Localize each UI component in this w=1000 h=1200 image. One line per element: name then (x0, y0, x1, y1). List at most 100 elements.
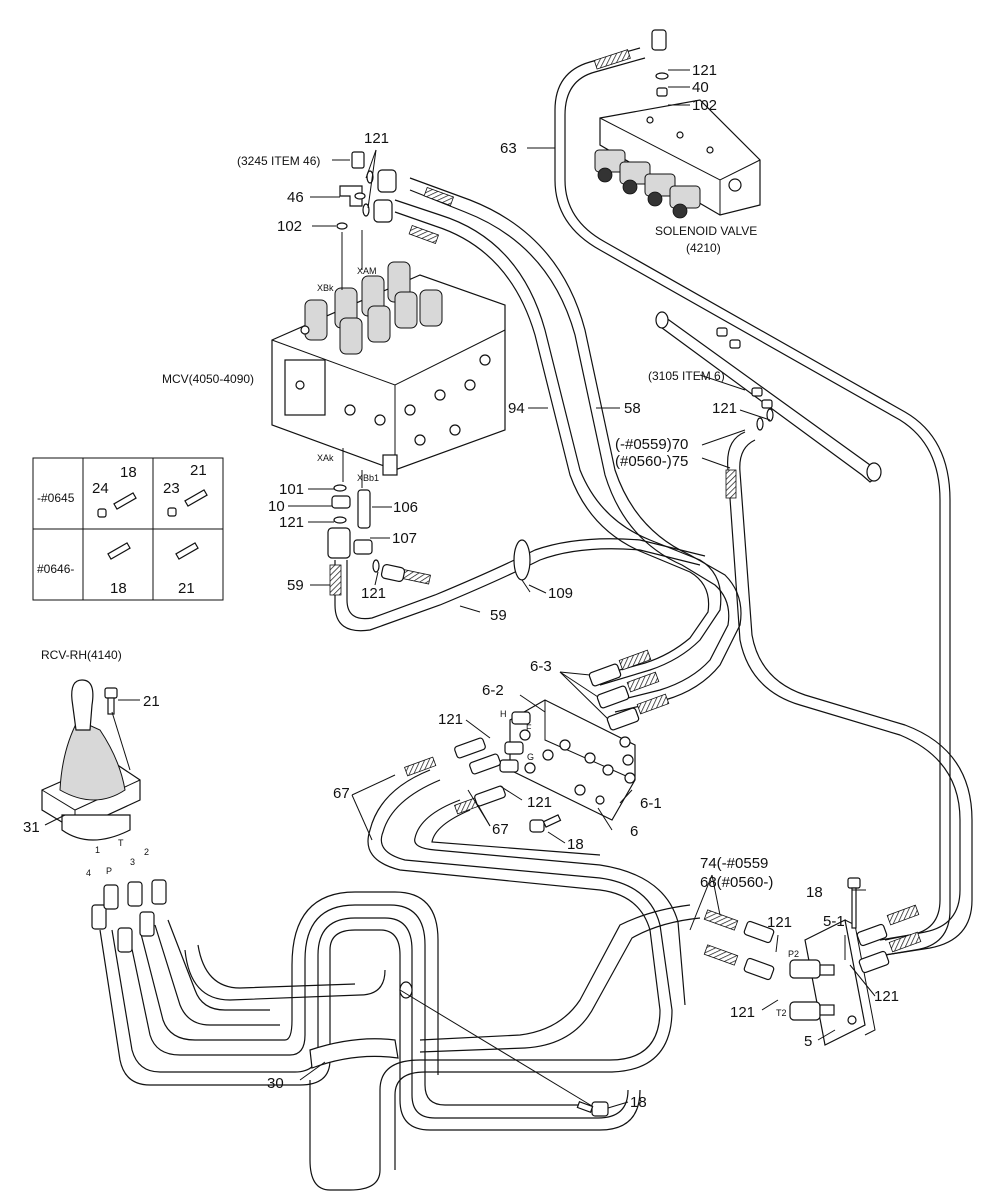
manifold-hose-ends (454, 649, 670, 807)
callout-21-rcv: 21 (143, 693, 160, 710)
table-part-18-row-2: 18 (110, 580, 127, 597)
rcv-joystick (41, 679, 167, 953)
callout-6: 6 (630, 823, 638, 840)
callout-0560-75: (#0560-)75 (615, 453, 688, 470)
callout-6-1: 6-1 (640, 795, 662, 812)
table-part-21-row-1: 21 (190, 462, 207, 479)
callout-121-manifold-top: 121 (438, 711, 463, 728)
rcv-port-4: 4 (86, 868, 91, 878)
callout-106: 106 (393, 499, 418, 516)
hose-94 (394, 199, 722, 686)
callout-102-top: 102 (692, 97, 717, 114)
callout-121-manifold-bottom: 121 (527, 794, 552, 811)
table-part-18-row-1: 18 (120, 464, 137, 481)
callout-46: 46 (287, 189, 304, 206)
callout-5: 5 (804, 1033, 812, 1050)
callout-101: 101 (279, 481, 304, 498)
hose-63 (554, 47, 951, 956)
callout-10: 10 (268, 498, 285, 515)
table-serial-row-2: #0646- (37, 562, 74, 576)
callout-109: 109 (548, 585, 573, 602)
callout-31: 31 (23, 819, 40, 836)
port-h: H (500, 709, 507, 719)
item-3105-label: (3105 ITEM 6) (648, 369, 725, 383)
mcv-label: MCV(4050-4090) (162, 372, 254, 386)
callout-102-mcv: 102 (277, 218, 302, 235)
item-3245-label: (3245 ITEM 46) (237, 154, 320, 168)
hose-bundle-30 (99, 891, 641, 1131)
callout-121-bracket-right: 121 (874, 988, 899, 1005)
port-xam: XAM (357, 266, 377, 276)
leader-lines (44, 69, 876, 1109)
callout-5-1: 5-1 (823, 913, 845, 930)
port-p2: P2 (788, 949, 799, 959)
solenoid-valve (594, 29, 761, 219)
callout-6-2: 6-2 (482, 682, 504, 699)
callout-18-bottom: 18 (630, 1094, 647, 1111)
callout-58: 58 (624, 400, 641, 417)
callout-30: 30 (267, 1075, 284, 1092)
callout-18-bracket: 18 (806, 884, 823, 901)
hose-58-sleeve (423, 186, 455, 206)
manifold-6 (499, 699, 636, 821)
port-xbb1: XBb1 (357, 473, 379, 483)
bracket-5 (789, 877, 876, 1046)
bolt-21-rcv (104, 687, 118, 715)
callout-59-left: 59 (287, 577, 304, 594)
callout-121-top: 121 (692, 62, 717, 79)
serial-number-table (32, 457, 224, 601)
table-bolt-icons (97, 489, 208, 560)
solenoid-coils (594, 149, 701, 219)
main-control-valve (271, 261, 506, 476)
callout-67-left: 67 (333, 785, 350, 802)
port-xak: XAk (317, 453, 334, 463)
bracket-fittings (789, 959, 835, 1021)
hose-58 (409, 177, 742, 713)
callout-6-3: 6-3 (530, 658, 552, 675)
rcv-port-t: T (118, 838, 124, 848)
rcv-port-3: 3 (130, 857, 135, 867)
callout-0559-70: (-#0559)70 (615, 436, 688, 453)
mcv-top-fittings (336, 151, 397, 230)
pipe-fittings (716, 327, 774, 431)
bolt-18-manifold (529, 814, 562, 833)
hose-clamp-30 (309, 981, 413, 1069)
hose-67-sleeve-a (404, 756, 437, 777)
callout-121-pipe: 121 (712, 400, 737, 417)
callout-121-59: 121 (361, 585, 386, 602)
mcv-bottom-fittings (327, 484, 406, 582)
rcv-port-2: 2 (144, 847, 149, 857)
callout-40: 40 (692, 79, 709, 96)
callout-67-right: 67 (492, 821, 509, 838)
callout-74-0559: 74(-#0559 (700, 855, 768, 872)
hose-63-sleeve (593, 49, 631, 70)
hose-59-sleeve-a (329, 564, 342, 596)
port-f: F (526, 723, 532, 733)
pipe-3105-item-6 (655, 311, 882, 483)
rcv-port-1: 1 (95, 845, 100, 855)
solenoid-valve-code: (4210) (686, 241, 721, 255)
callout-121-bracket-top: 121 (767, 914, 792, 931)
callout-121-mcv-top: 121 (364, 130, 389, 147)
rcv-rh-label: RCV-RH(4140) (41, 648, 122, 662)
table-part-24: 24 (92, 480, 109, 497)
hose-70-75 (725, 431, 973, 956)
table-serial-row-1: -#0645 (37, 491, 75, 505)
port-g: G (527, 752, 534, 762)
mcv-spools (304, 261, 443, 355)
rcv-port-p: P (106, 866, 112, 876)
callout-121-bracket-bottom: 121 (730, 1004, 755, 1021)
callout-68-0560: 68(#0560-) (700, 874, 773, 891)
port-t2: T2 (776, 1008, 787, 1018)
band-109 (513, 539, 531, 593)
port-xbk: XBk (317, 283, 334, 293)
callout-59-right: 59 (490, 607, 507, 624)
bracket-hose-ends (703, 904, 922, 981)
table-part-23: 23 (163, 480, 180, 497)
solenoid-valve-label: SOLENOID VALVE (655, 224, 757, 238)
bolt-18-bottom (576, 1101, 609, 1117)
callout-121-mcv-bottom: 121 (279, 514, 304, 531)
callout-labels: 121 40 102 63 SOLENOID VALVE (4210) 121 … (23, 62, 899, 1111)
